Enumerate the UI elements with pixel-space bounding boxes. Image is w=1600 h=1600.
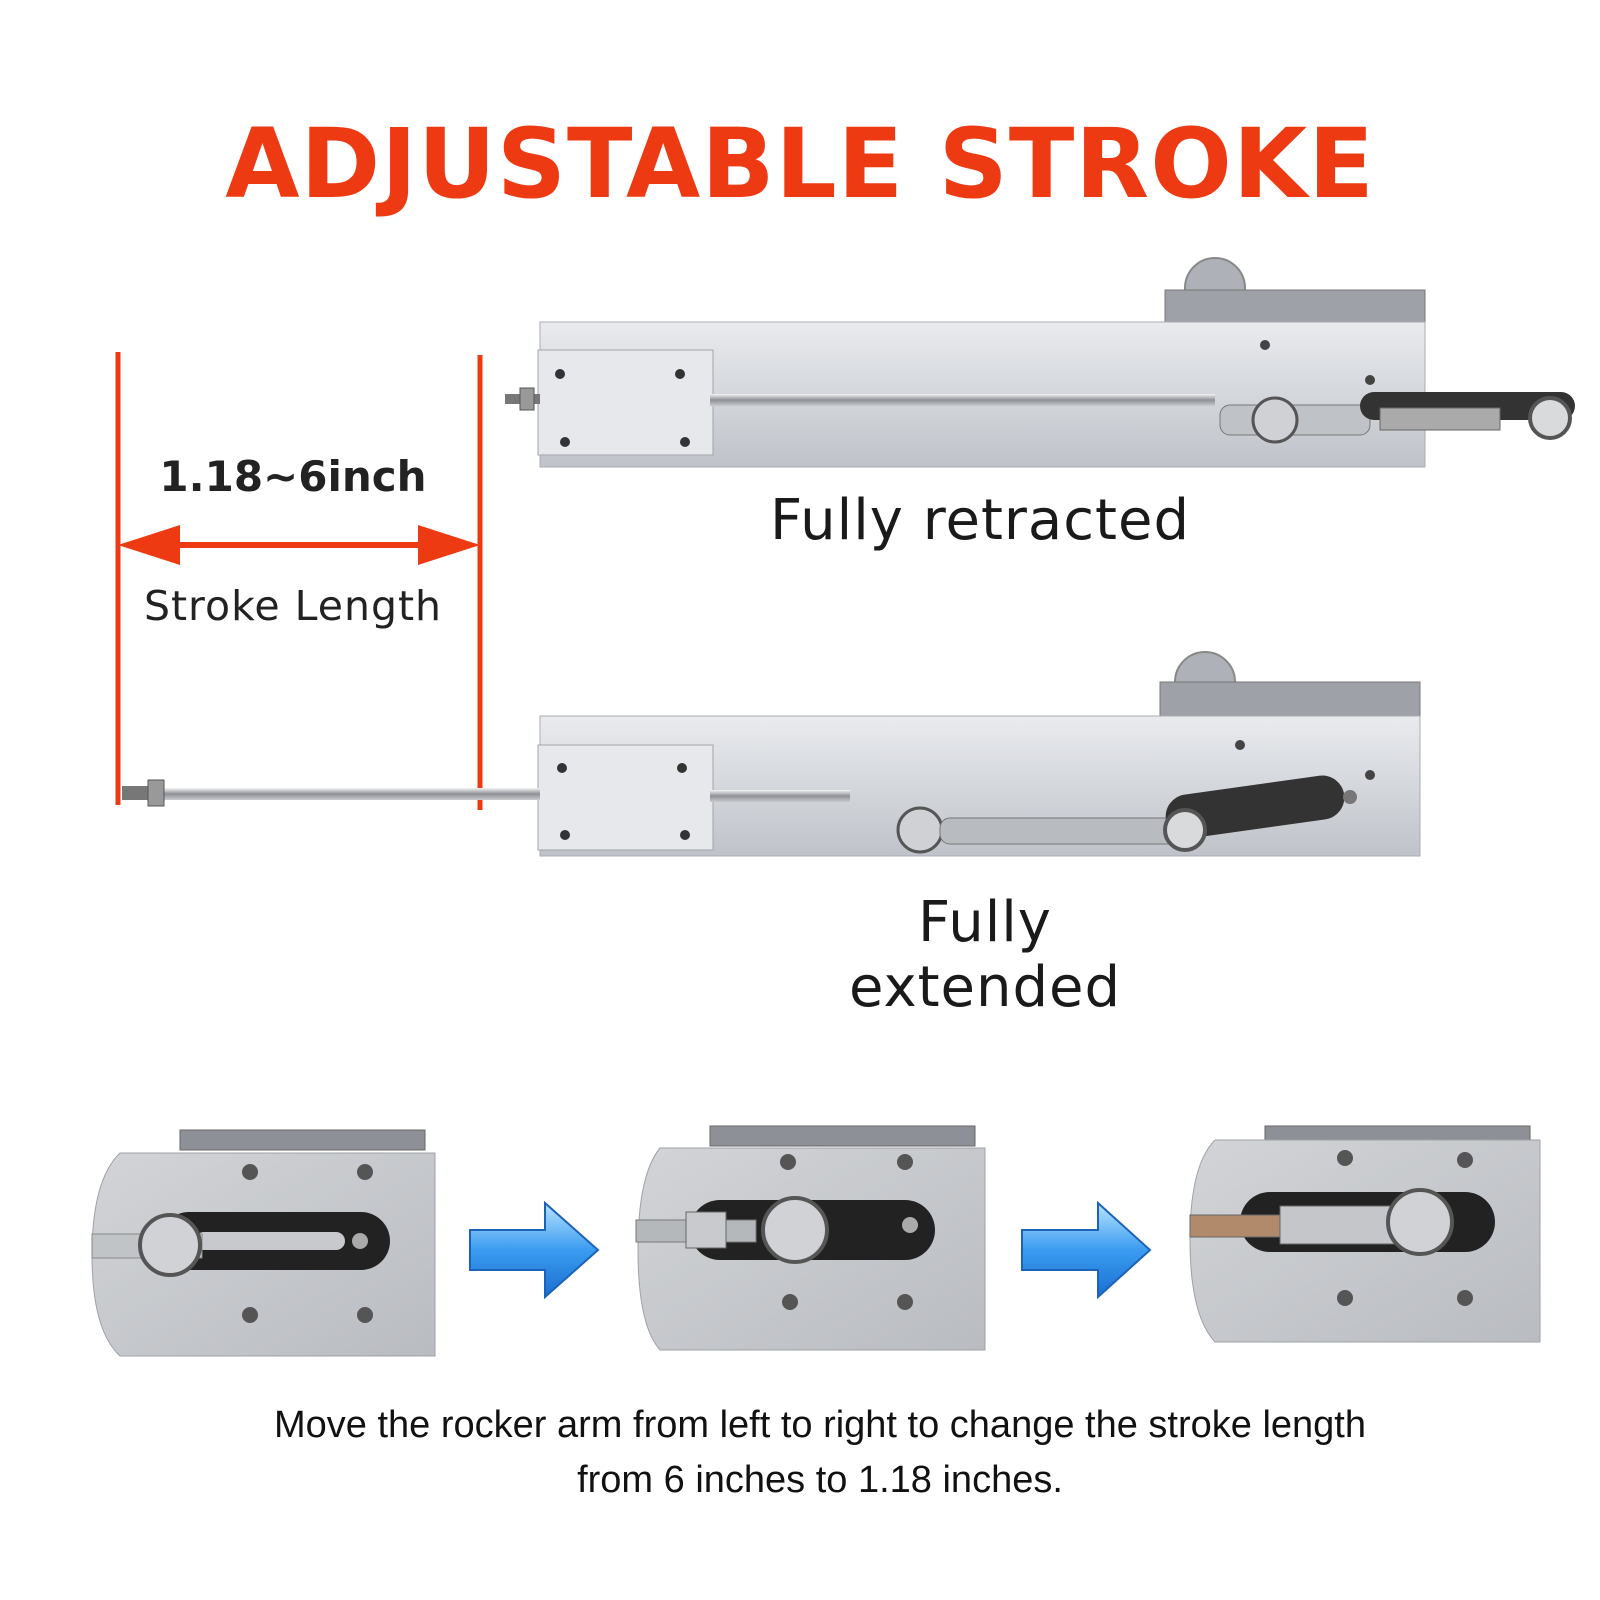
- detail-panel-2: [635, 1125, 986, 1351]
- actuator-retracted: [505, 257, 1575, 468]
- retracted-label: Fully retracted: [770, 488, 1190, 553]
- arrow-left-icon: [118, 525, 180, 565]
- detail-panel-3: [1189, 1125, 1541, 1343]
- detail-panel-1: [91, 1129, 436, 1357]
- stroke-dimension: [115, 352, 483, 810]
- caption: Move the rocker arm from left to right t…: [100, 1398, 1540, 1508]
- caption-line-2: from 6 inches to 1.18 inches.: [577, 1459, 1063, 1501]
- arrow-right-icon: [1021, 1200, 1152, 1300]
- arrow-right-icon: [418, 525, 480, 565]
- stroke-range-value: 1.18~6inch: [159, 452, 427, 501]
- stroke-length-label: Stroke Length: [143, 582, 443, 630]
- page-title: ADJUSTABLE STROKE: [225, 108, 1375, 220]
- arrow-right-icon: [469, 1200, 600, 1300]
- actuator-extended: [122, 651, 1421, 857]
- caption-line-1: Move the rocker arm from left to right t…: [274, 1404, 1366, 1446]
- extended-label: Fully extended: [848, 890, 1122, 1020]
